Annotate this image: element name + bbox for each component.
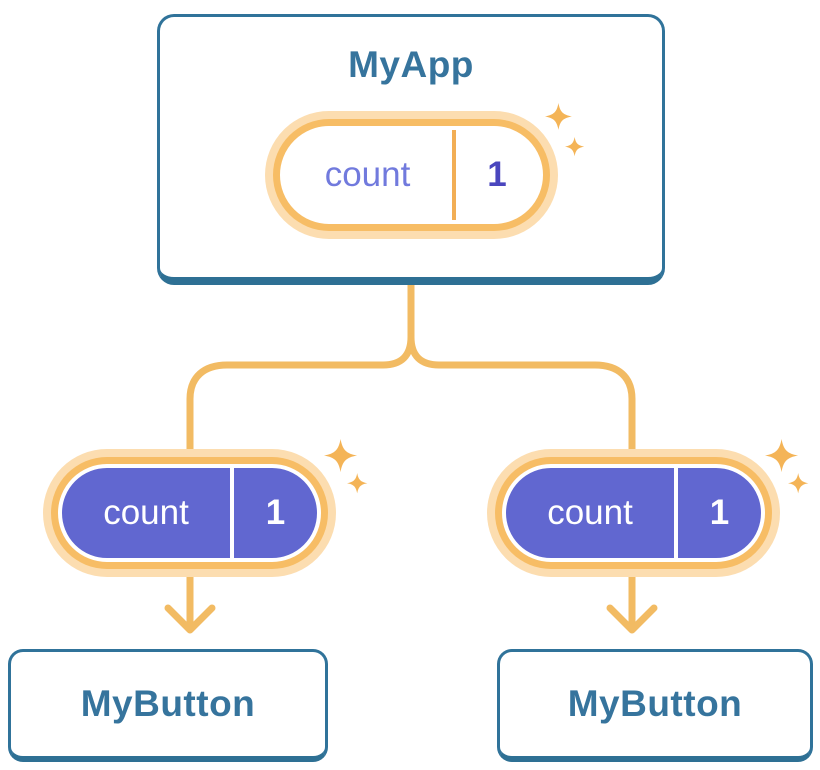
state-name-label: count bbox=[547, 493, 633, 532]
sparkle-icon bbox=[765, 439, 809, 494]
state-pill-divider bbox=[451, 130, 456, 220]
state-pill: count 1 bbox=[264, 111, 558, 239]
state-pill: count 1 bbox=[43, 449, 336, 577]
state-pill-body: count 1 bbox=[58, 464, 321, 562]
state-pill-ring: count 1 bbox=[51, 457, 328, 569]
component-card-mybutton: MyButton bbox=[497, 649, 813, 762]
state-name-label: count bbox=[324, 155, 411, 194]
state-name-label: count bbox=[103, 493, 189, 532]
component-card-myapp: MyApp count 1 bbox=[157, 14, 665, 285]
state-pill-divider bbox=[230, 468, 234, 558]
state-value-label: 1 bbox=[487, 155, 507, 194]
sparkle-icon bbox=[545, 103, 585, 157]
state-pill: count 1 bbox=[487, 449, 780, 577]
component-title: MyButton bbox=[80, 683, 256, 724]
arrow-down-icon bbox=[606, 604, 658, 634]
state-pill-ring: count 1 bbox=[495, 457, 772, 569]
state-pill-body: count 1 bbox=[502, 464, 765, 562]
component-card-mybutton: MyButton bbox=[8, 649, 328, 762]
state-pill-ring: count 1 bbox=[272, 119, 550, 231]
state-value-label: 1 bbox=[709, 493, 730, 532]
component-title: MyButton bbox=[567, 683, 743, 724]
state-pill-body: count 1 bbox=[279, 126, 543, 224]
state-pill-divider bbox=[674, 468, 678, 558]
component-title: MyApp bbox=[348, 44, 474, 85]
connector-branch-right bbox=[407, 333, 636, 632]
connector-branch-left bbox=[186, 333, 415, 632]
arrow-down-icon bbox=[164, 604, 216, 634]
state-value-label: 1 bbox=[265, 493, 286, 532]
sparkle-icon bbox=[324, 439, 368, 494]
